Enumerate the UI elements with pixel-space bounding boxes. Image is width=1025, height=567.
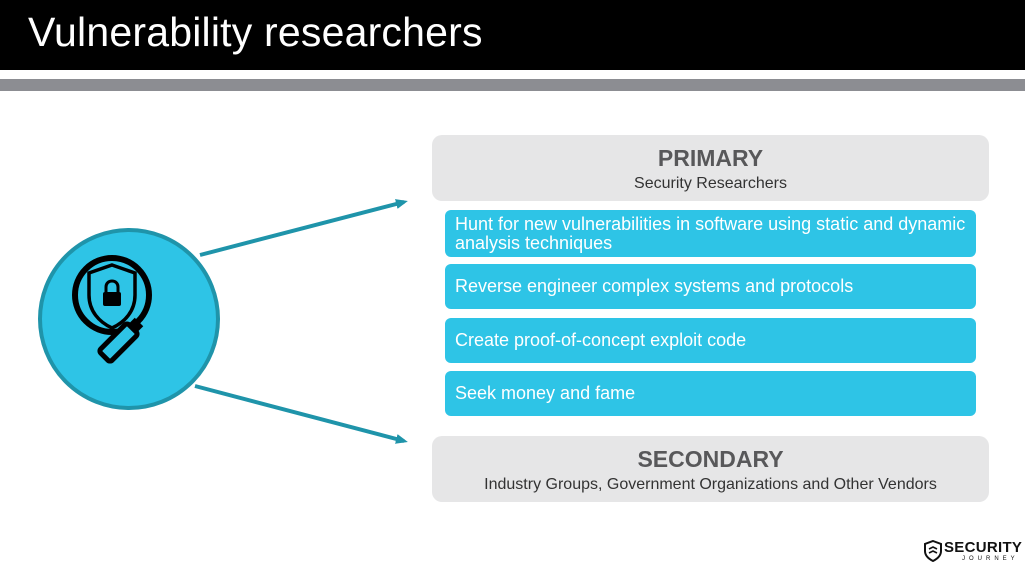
- task-item: Hunt for new vulnerabilities in software…: [445, 210, 976, 257]
- task-text: Seek money and fame: [455, 383, 636, 403]
- task-item: Seek money and fame: [445, 371, 976, 416]
- researcher-badge: [38, 228, 220, 410]
- primary-header: PRIMARY Security Researchers: [432, 135, 989, 201]
- primary-subtitle: Security Researchers: [634, 175, 787, 192]
- task-text: Reverse engineer complex systems and pro…: [455, 276, 854, 296]
- arrow-to-secondary: [194, 384, 408, 444]
- primary-title: PRIMARY: [657, 145, 764, 171]
- secondary-title: SECONDARY: [637, 446, 784, 472]
- secondary-subtitle: Industry Groups, Government Organization…: [484, 476, 937, 493]
- task-item: Create proof-of-concept exploit code: [445, 318, 976, 363]
- slide-title: Vulnerability researchers: [28, 9, 483, 55]
- divider-rule: [0, 79, 1025, 91]
- task-text: Create proof-of-concept exploit code: [455, 330, 747, 350]
- secondary-header: SECONDARY Industry Groups, Government Or…: [432, 436, 989, 502]
- task-item: Reverse engineer complex systems and pro…: [445, 264, 976, 309]
- logo-subword: JOURNEY: [962, 556, 1019, 562]
- magnifier-shield-lock-icon: [72, 255, 152, 364]
- security-journey-logo: SECURITY JOURNEY: [924, 538, 1025, 567]
- task-text: Hunt for new vulnerabilities in software…: [455, 213, 966, 253]
- arrow-to-primary: [199, 199, 408, 257]
- shield-logo-icon: [924, 540, 942, 562]
- title-bar: Vulnerability researchers: [0, 0, 1025, 70]
- logo-wordmark: SECURITY: [944, 539, 1023, 556]
